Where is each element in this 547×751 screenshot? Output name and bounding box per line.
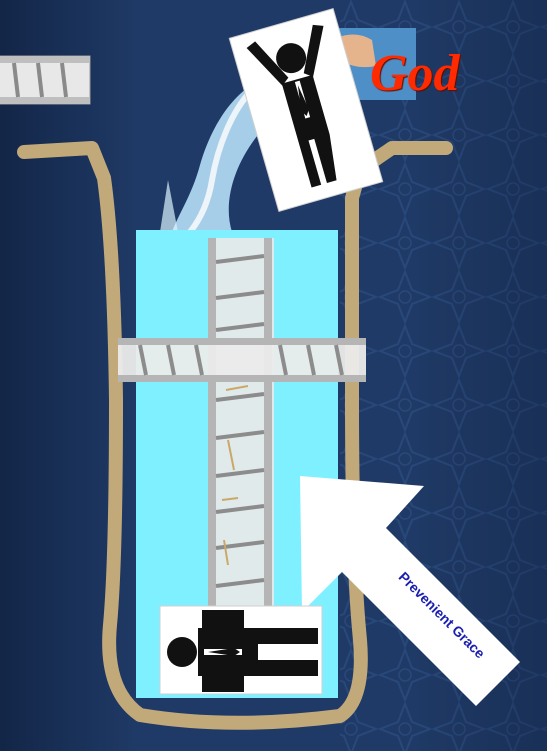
ladder-icon bbox=[0, 56, 90, 104]
person-lying-icon bbox=[160, 606, 322, 694]
horizontal-ladder-icon bbox=[118, 338, 366, 382]
vertical-ladder-icon bbox=[208, 238, 274, 620]
god-label: God bbox=[370, 44, 460, 103]
